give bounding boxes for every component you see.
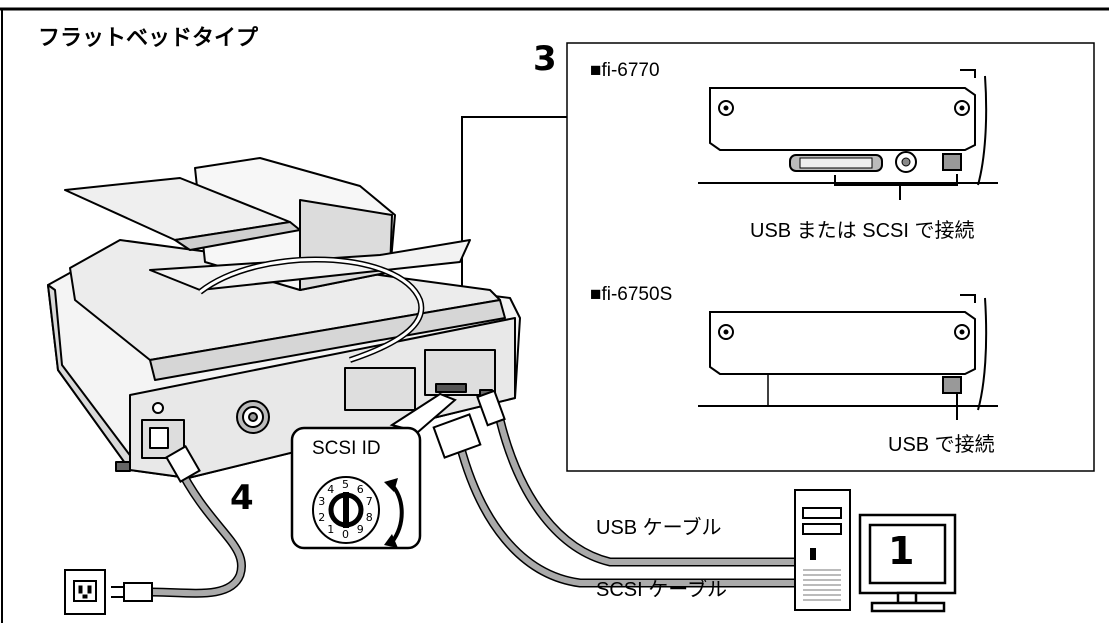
scsi-id-digit: 0	[342, 528, 349, 541]
scsi-cable-label: SCSI ケーブル	[596, 579, 728, 601]
fi6750s-connection-caption: USB で接続	[888, 434, 995, 456]
scsi-id-digit: 2	[318, 510, 326, 524]
model-fi6770-label: ■fi-6770	[590, 60, 660, 81]
scsi-id-title: SCSI ID	[312, 438, 381, 459]
step-3-number: 3	[533, 39, 557, 79]
model-fi6750s-label: ■fi-6750S	[590, 284, 673, 305]
fi6770-rear-panel	[698, 69, 998, 200]
wall-outlet	[64, 569, 106, 615]
scsi-id-digit: 3	[318, 495, 326, 509]
step-4-number: 4	[230, 478, 254, 518]
step-1-number: 1	[888, 529, 915, 573]
scsi-id-digit: 8	[365, 510, 373, 524]
scsi-id-digit: 1	[327, 523, 335, 537]
power-plug	[111, 445, 201, 602]
pc-tower	[794, 489, 851, 611]
usb-cable	[476, 389, 805, 567]
fi6770-connection-caption: USB または SCSI で接続	[750, 220, 975, 242]
leader-line	[461, 116, 567, 362]
power-cable	[145, 460, 246, 598]
fi6750s-rear-panel	[698, 294, 998, 420]
scsi-id-digit: 7	[365, 495, 373, 509]
page-heading: フラットベッドタイプ	[38, 26, 259, 51]
scsi-id-digit: 9	[356, 523, 364, 537]
scsi-id-digit: 4	[327, 482, 335, 496]
pc-monitor	[858, 513, 957, 613]
usb-cable-label: USB ケーブル	[596, 517, 722, 539]
scsi-cable	[432, 413, 805, 588]
scsi-id-digit: 5	[342, 478, 349, 491]
scsi-id-digit: 6	[356, 482, 364, 496]
